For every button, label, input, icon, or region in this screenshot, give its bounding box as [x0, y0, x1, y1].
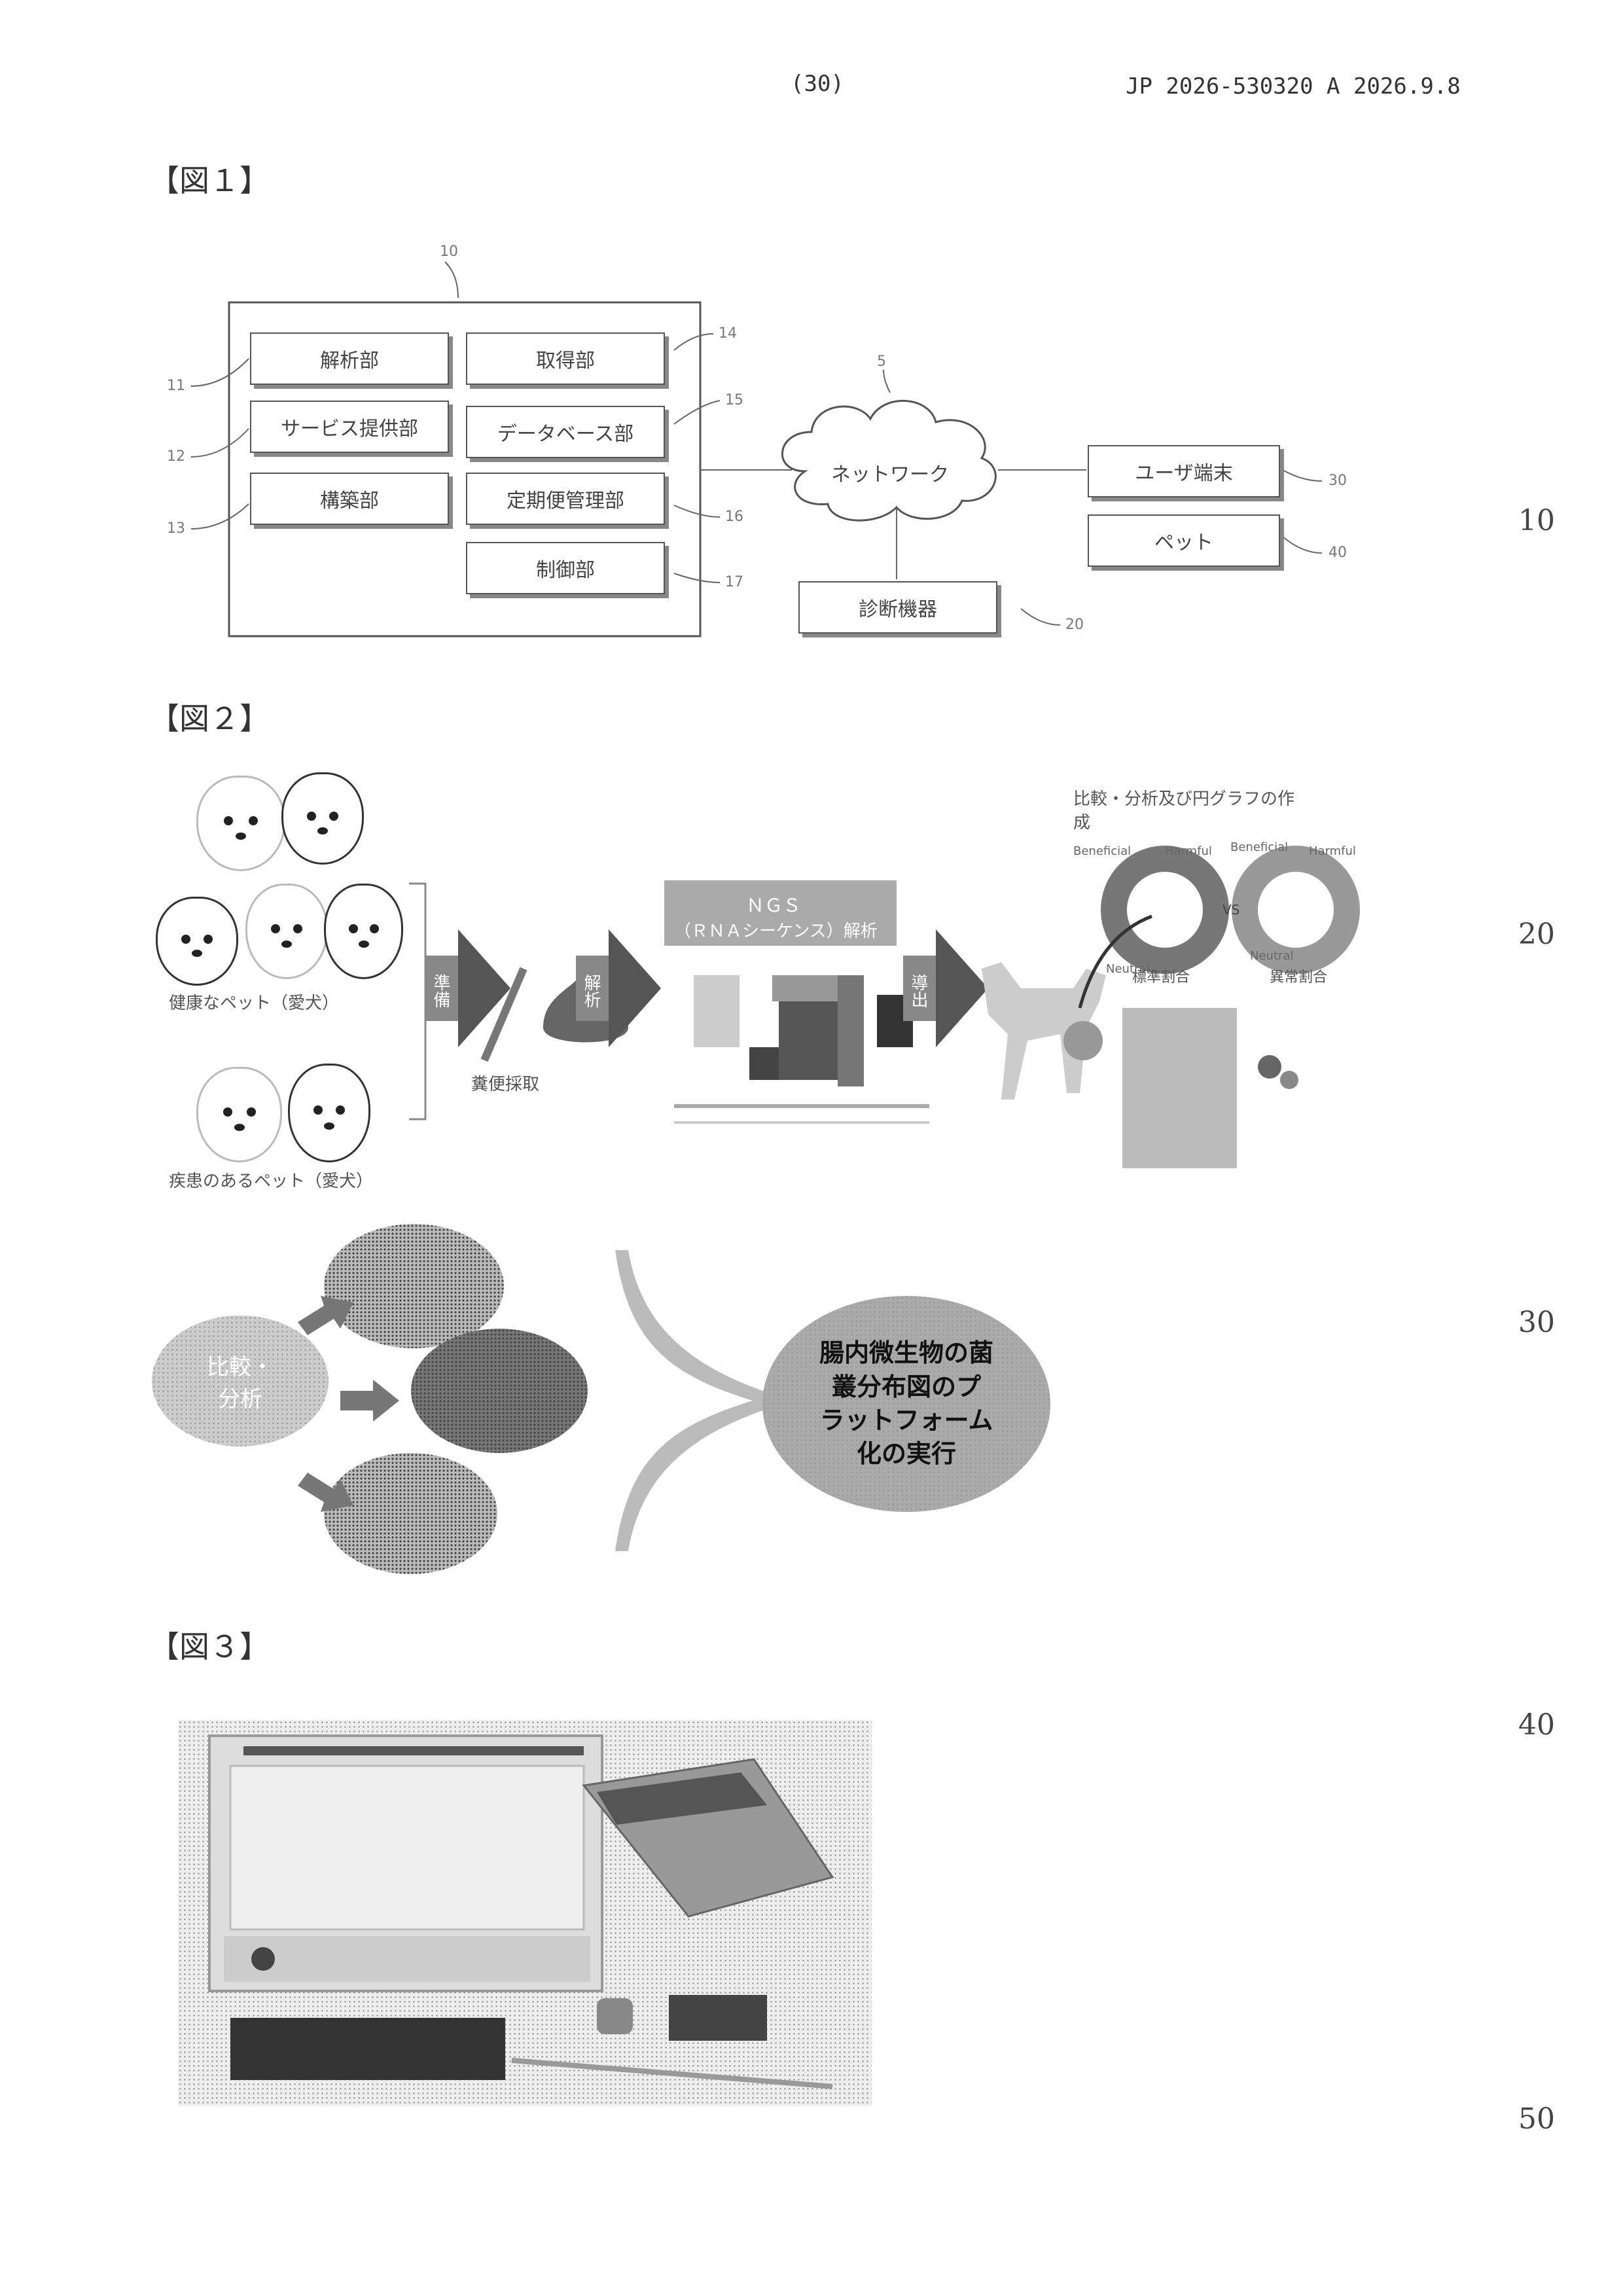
pie-section-title-1: 比較・分析及び円グラフの作 [1073, 785, 1294, 810]
ngs-subtitle: （ＲＮＡシーケンス）解析 [674, 918, 878, 942]
network-label: ネットワーク [831, 458, 949, 487]
test-kit-photo-shapes [178, 1720, 872, 2106]
pie-section-title-2: 成 [1073, 809, 1090, 833]
unit-database: データベース部 [466, 406, 665, 458]
line-number-40: 40 [1518, 1708, 1555, 1742]
test-kit-photo [178, 1720, 872, 2106]
pet-box: ペット [1088, 514, 1280, 567]
vs-label: VS [1222, 902, 1240, 918]
ref-17: 17 [725, 574, 743, 590]
unit-analysis: 解析部 [250, 332, 449, 385]
abnormal-ratio-label: 異常割合 [1270, 965, 1327, 986]
platform-text-line-1: 腸内微生物の菌 [819, 1336, 993, 1370]
ref-15: 15 [725, 392, 743, 408]
unit-building: 構築部 [250, 473, 449, 525]
ref-11: 11 [167, 378, 185, 394]
unit-service: サービス提供部 [250, 401, 449, 453]
fig3-label: 【図３】 [149, 1623, 270, 1666]
ref-13: 13 [167, 520, 185, 537]
legend-neutral-2: Neutral [1250, 949, 1293, 963]
user-terminal-box: ユーザ端末 [1088, 445, 1280, 497]
ref-14: 14 [719, 325, 737, 342]
ngs-title: ＮＧＳ [746, 891, 801, 918]
unit-acquisition: 取得部 [466, 332, 665, 385]
ref-server: 10 [440, 243, 458, 260]
fig1-connectors [0, 0, 1623, 681]
converge-arrow-icon [615, 1250, 772, 1551]
unit-control: 制御部 [466, 542, 665, 594]
platform-ellipse: 腸内微生物の菌 叢分布図のプ ラットフォーム 化の実行 [762, 1296, 1050, 1512]
fig2-label: 【図２】 [149, 695, 270, 738]
platform-text-line-2: 叢分布図のプ [832, 1371, 981, 1404]
ref-40: 40 [1329, 545, 1347, 561]
small-arrow-icon [298, 1296, 353, 1335]
arrow-derive-label: 導出 [906, 974, 931, 1008]
stool-collection-label: 糞便採取 [471, 1071, 539, 1095]
ref-16: 16 [725, 509, 743, 525]
fig2-process-graphics [0, 753, 1623, 1211]
ref-5: 5 [877, 353, 886, 370]
ref-30: 30 [1329, 473, 1347, 489]
platform-text-line-3: ラットフォーム [820, 1404, 993, 1437]
legend-beneficial: Beneficial [1073, 844, 1131, 858]
line-number-50: 50 [1518, 2102, 1555, 2136]
unit-regular-delivery: 定期便管理部 [466, 473, 665, 525]
diagnostic-device-box: 診断機器 [798, 581, 997, 634]
platform-text-line-4: 化の実行 [857, 1437, 956, 1471]
arrow-prepare-label: 準備 [429, 974, 453, 1008]
legend-harmful-2: Harmful [1309, 844, 1356, 858]
legend-harmful: Harmful [1165, 844, 1212, 858]
arrow-analyze-label: 解析 [579, 974, 603, 1008]
standard-ratio-label: 標準割合 [1132, 965, 1190, 986]
legend-beneficial-2: Beneficial [1230, 840, 1288, 854]
ref-12: 12 [167, 448, 185, 465]
small-arrow-icon [298, 1473, 353, 1512]
ref-20: 20 [1065, 617, 1084, 633]
small-arrow-icon [340, 1380, 399, 1422]
